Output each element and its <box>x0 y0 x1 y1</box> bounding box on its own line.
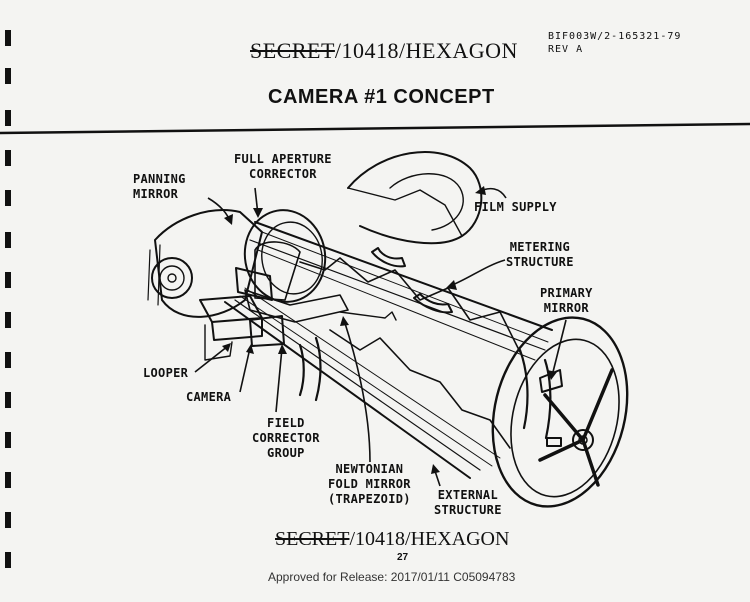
film-supply-spool-inner <box>389 173 464 231</box>
film-supply-edge <box>347 187 463 237</box>
footer-classification-rest: /10418/HEXAGON <box>349 528 510 550</box>
arrowhead <box>224 214 233 225</box>
leader-arrowheads <box>222 186 557 474</box>
header-classification-struck: SECRET <box>250 38 335 63</box>
label-film-supply: FILM SUPPLY <box>474 200 557 214</box>
looper-box-top <box>235 267 273 301</box>
page-number: 27 <box>397 552 409 563</box>
leader-field-corrector-group <box>275 347 283 413</box>
film-supply-spool <box>347 150 483 245</box>
label-field-corrector-group: FIELD CORRECTOR GROUP <box>252 416 320 460</box>
footer-classification: SECRET/10418/HEXAGON <box>275 528 509 551</box>
primary-end-ring-outer <box>491 316 629 508</box>
panning-mirror-hub <box>167 273 177 283</box>
binder-hole <box>5 432 11 448</box>
cylinder-edge-inner <box>234 299 481 471</box>
leader-metering-structure <box>449 259 506 287</box>
binder-hole <box>5 392 11 408</box>
label-external-structure: EXTERNAL STRUCTURE <box>434 488 502 517</box>
leader-primary-mirror <box>551 319 567 377</box>
document-revision: REV A <box>548 44 584 55</box>
panning-mirror-housing <box>154 209 263 318</box>
label-looper: LOOPER <box>143 366 189 380</box>
arrowhead <box>475 186 486 195</box>
primary-mirror-mount <box>546 437 562 447</box>
arrowhead <box>222 343 231 352</box>
corrector-ring-inner <box>261 221 323 295</box>
panning-mirror-wheel <box>151 257 193 299</box>
header-classification-rest: /10418/HEXAGON <box>334 38 518 63</box>
document-id: BIF003W/2-165321-79 REV A <box>548 30 681 56</box>
binder-hole <box>5 312 11 328</box>
camera-block <box>249 315 285 347</box>
label-newtonian-fold-mirror: NEWTONIAN FOLD MIRROR (TRAPEZOID) <box>328 462 411 506</box>
binder-hole <box>5 150 11 166</box>
header-classification: SECRET/10418/HEXAGON <box>250 38 518 64</box>
binder-hole <box>5 68 11 84</box>
leader-lines <box>194 187 567 487</box>
cutaway-edge <box>329 329 511 449</box>
arrowhead <box>340 316 349 326</box>
document-id-number: BIF003W/2-165321-79 <box>548 31 682 42</box>
film-path-tray <box>244 289 349 323</box>
cylinder-edges <box>224 221 553 479</box>
binder-hole <box>5 512 11 528</box>
primary-mirror-spokes <box>538 368 614 487</box>
metering-band <box>371 247 406 268</box>
arrowhead <box>547 370 557 380</box>
newtonian-fold-mirror <box>254 241 301 301</box>
metering-band <box>413 293 453 314</box>
label-metering-structure: METERING STRUCTURE <box>506 240 574 269</box>
looper-bracket <box>204 324 233 361</box>
arrowhead <box>446 280 457 290</box>
label-camera: CAMERA <box>186 390 232 404</box>
primary-end-ring-inner <box>510 338 620 498</box>
page-title: CAMERA #1 CONCEPT <box>268 86 495 108</box>
arrowhead <box>278 344 287 354</box>
leader-looper <box>194 345 229 373</box>
leader-newtonian-fold-mirror <box>343 319 371 463</box>
panning-mirror-wheel-inner <box>159 265 185 291</box>
binder-hole <box>5 552 11 568</box>
field-corrector-rod <box>339 311 397 321</box>
telescope-drawing <box>147 150 629 508</box>
cutaway-edge <box>299 257 521 353</box>
arrowhead <box>253 208 263 218</box>
release-note: Approved for Release: 2017/01/11 C050947… <box>268 570 516 584</box>
binder-hole <box>5 352 11 368</box>
label-full-aperture-corrector: FULL APERTURE CORRECTOR <box>234 152 332 181</box>
primary-mirror-hub-center <box>578 435 588 445</box>
external-structure-strap <box>298 336 322 402</box>
footer-classification-struck: SECRET <box>275 528 350 550</box>
binder-hole <box>5 190 11 206</box>
binder-hole <box>5 272 11 288</box>
looper-box-side <box>211 317 263 341</box>
cylinder-edge-inner <box>249 239 546 351</box>
binder-hole <box>5 30 11 46</box>
corrector-ring <box>243 209 327 303</box>
label-panning-mirror: PANNING MIRROR <box>133 172 186 201</box>
leader-camera <box>239 347 251 393</box>
external-structure-strap <box>518 348 552 440</box>
arrowhead <box>246 344 254 354</box>
metering-rods <box>239 231 549 467</box>
binder-hole <box>5 110 11 126</box>
binder-hole <box>5 232 11 248</box>
binder-hole <box>5 472 11 488</box>
arrowhead <box>431 464 440 474</box>
header-divider <box>0 122 750 135</box>
panning-mirror-frame <box>147 244 161 306</box>
label-primary-mirror: PRIMARY MIRROR <box>540 286 593 315</box>
primary-mirror-hub <box>572 429 594 451</box>
